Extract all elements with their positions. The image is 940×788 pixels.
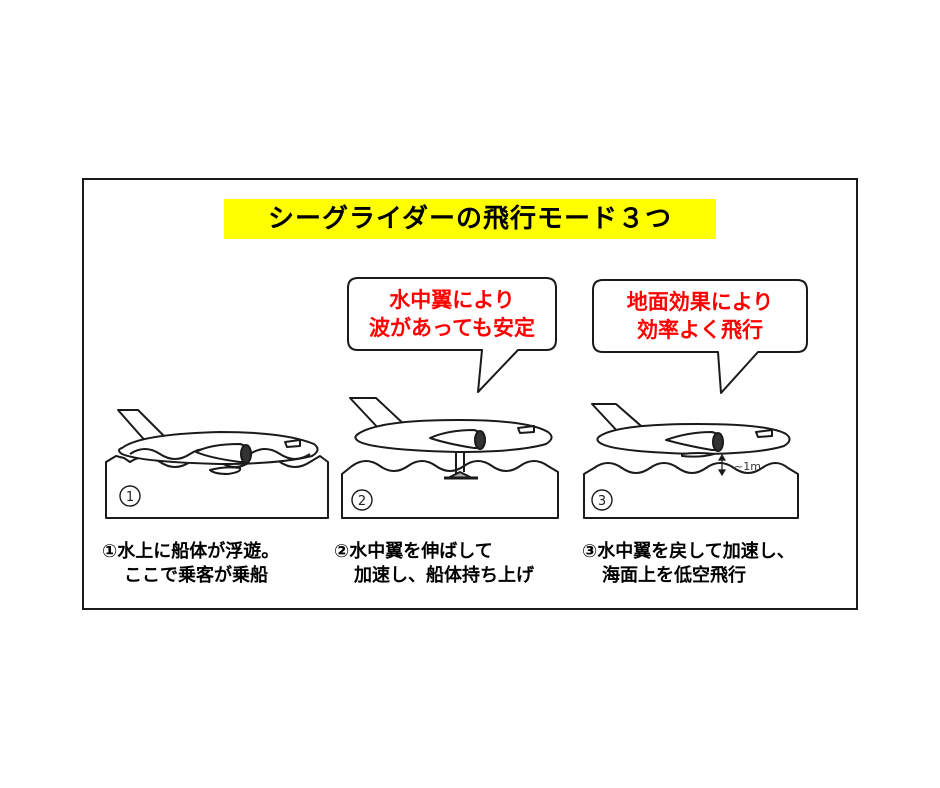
altitude-label: ~1m — [734, 460, 761, 473]
diagram-frame — [82, 178, 858, 610]
caption-mode-3: ③水中翼を戻して加速し、 海面上を低空飛行 — [582, 540, 795, 588]
caption-mode-1-line2: ここで乗客が乗船 — [124, 565, 268, 586]
caption-mode-2: ②水中翼を伸ばして 加速し、船体持ち上げ — [334, 540, 534, 588]
scene-3-ground-effect: ~1m 3 — [583, 403, 799, 519]
scene-3-number: 3 — [598, 494, 606, 509]
bubble-hydrofoil-text: 水中翼により 波があっても安定 — [348, 286, 556, 342]
caption-mode-2-line2: 加速し、船体持ち上げ — [354, 565, 534, 586]
scene-2-hydrofoil: 2 — [341, 397, 559, 519]
caption-mode-1-line1: ①水上に船体が浮遊。 — [102, 541, 280, 562]
scene-1-floating: 1 — [105, 409, 329, 519]
bubble-hydrofoil-line1: 水中翼により — [389, 288, 515, 312]
bubble-ground-effect-line1: 地面効果により — [626, 290, 774, 314]
bubble-ground-effect-text: 地面効果により 効率よく飛行 — [593, 288, 807, 344]
caption-mode-2-line1: ②水中翼を伸ばして — [334, 541, 493, 562]
caption-mode-1: ①水上に船体が浮遊。 ここで乗客が乗船 — [102, 540, 279, 588]
bubble-ground-effect-line2: 効率よく飛行 — [637, 318, 763, 342]
caption-mode-3-line1: ③水中翼を戻して加速し、 — [582, 541, 795, 562]
bubble-hydrofoil-line2: 波があっても安定 — [369, 316, 535, 340]
caption-mode-3-line2: 海面上を低空飛行 — [602, 565, 746, 586]
scene-1-number: 1 — [126, 490, 134, 505]
scene-2-number: 2 — [358, 494, 366, 509]
diagram-title: シーグライダーの飛行モード３つ — [224, 199, 716, 239]
